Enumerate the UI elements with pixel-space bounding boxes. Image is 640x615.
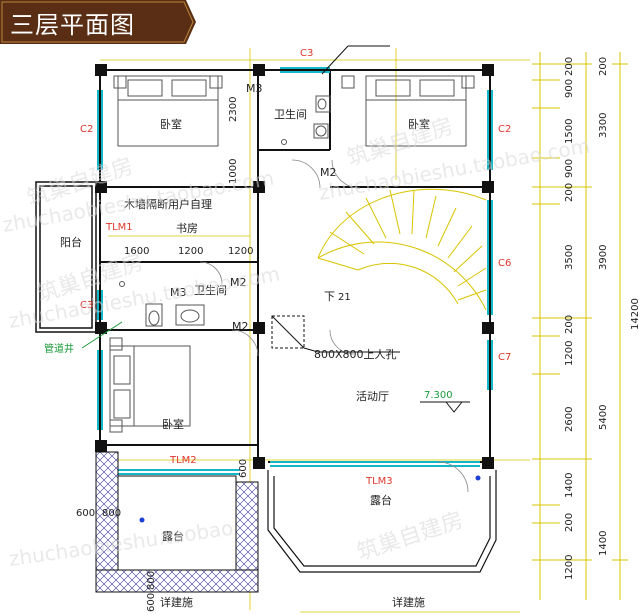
dim-600-a: 600: [76, 508, 95, 519]
right-dim-inner: 900: [564, 159, 575, 178]
bed-top-left: [113, 75, 223, 147]
top-leader: [321, 45, 390, 75]
detail-ref-left: 详建施: [160, 595, 193, 609]
bathroom-mid-fixtures: [119, 281, 205, 327]
opening-m2-lower: M2: [232, 320, 249, 333]
terrace-left: [95, 451, 259, 593]
right-dim-inner: 3500: [564, 245, 575, 270]
room-label-terrace-right: 露台: [370, 493, 392, 507]
page-title: 三层平面图: [10, 11, 135, 39]
right-dim-inner: 200: [564, 315, 575, 334]
watermark: 筑巢自建房: [354, 508, 466, 566]
opening-c6: C6: [498, 258, 511, 269]
opening-c3-left: C3: [80, 300, 93, 311]
room-label-balcony: 阳台: [60, 235, 82, 249]
markers: [139, 475, 481, 523]
right-dim-labels-outer: 200 3300 3900 5400 1400: [598, 57, 609, 556]
opening-tlm3: TLM3: [365, 476, 393, 487]
partition-note: 木墙隔断用户自理: [124, 197, 212, 211]
room-label-terrace-left: 露台: [162, 529, 184, 543]
elevation-marker: [420, 401, 470, 413]
door-swings: [199, 159, 469, 493]
right-dim-outer: 3900: [598, 245, 609, 270]
elevation-label: 7.300: [424, 390, 453, 401]
room-label-bathroom-top: 卫生间: [274, 107, 307, 121]
right-dim-inner: 2600: [564, 407, 575, 432]
dim-600-c: 600: [146, 593, 157, 612]
roof-hatch-label: 800X800上人孔: [314, 348, 397, 361]
room-label-bedroom-top-right: 卧室: [408, 117, 430, 131]
right-dim-inner: 1200: [564, 341, 575, 366]
pipe-well-leader: [81, 321, 123, 349]
opening-tlm2: TLM2: [169, 455, 197, 466]
title-banner: 三层平面图: [0, 0, 196, 44]
right-dim-inner: 200: [564, 513, 575, 532]
opening-tlm1: TLM1: [105, 222, 133, 233]
right-dim-inner: 200: [564, 183, 575, 202]
dimension-chain: [532, 52, 628, 600]
room-label-activity-hall: 活动厅: [356, 390, 389, 403]
dim-21: 21: [338, 292, 351, 303]
stair-down-label: 下: [324, 290, 335, 303]
room-label-bedroom-bottom-left: 卧室: [162, 417, 184, 431]
right-dim-inner: 900: [564, 79, 575, 98]
right-dim-outer: 200: [598, 57, 609, 76]
detail-ref-right: 详建施: [392, 595, 425, 609]
right-dim-inner: 200: [564, 57, 575, 76]
bed-bottom-left: [109, 337, 191, 433]
windows: [97, 67, 493, 475]
pipe-well-label: 管道井: [44, 342, 74, 355]
structural-columns: [95, 64, 494, 469]
total-dim: 14200: [630, 298, 640, 330]
dim-1200-a: 1200: [178, 246, 203, 257]
dim-800-b: 800: [146, 571, 157, 590]
room-label-bathroom-mid: 卫生间: [194, 283, 227, 297]
opening-c2-right: C2: [498, 124, 511, 135]
right-dim-inner: 1200: [564, 555, 575, 580]
opening-m2-mid: M2: [230, 276, 247, 289]
dim-1000: 1000: [228, 159, 239, 184]
dim-600-b: 600: [238, 459, 249, 478]
right-dim-outer: 3300: [598, 113, 609, 138]
roof-hatch: [271, 315, 400, 353]
watermark: zhuchaobieshu.taobao: [7, 516, 234, 571]
right-dim-inner: 1500: [564, 119, 575, 144]
dim-800-a: 800: [102, 508, 121, 519]
bed-top-right: [341, 75, 475, 147]
dim-2300: 2300: [228, 97, 239, 122]
opening-m2-upper: M2: [320, 166, 337, 179]
title-banner-bg: [0, 0, 196, 44]
opening-c7: C7: [498, 352, 511, 363]
balcony-left: [35, 181, 97, 333]
bathroom-top-fixtures: [281, 95, 331, 145]
spiral-staircase: [317, 188, 487, 311]
dim-1200-b: 1200: [228, 246, 253, 257]
room-label-study: 书房: [176, 222, 198, 235]
opening-m3-top: M3: [246, 82, 263, 95]
opening-c3-top: C3: [300, 48, 313, 59]
opening-m3-mid: M3: [170, 286, 187, 299]
dim-1600: 1600: [124, 246, 149, 257]
opening-c2-left: C2: [80, 124, 93, 135]
watermarks: 筑巢自建房 zhuchaobieshu.taobao.com 筑巢自建房 zhu…: [1, 114, 592, 571]
right-dim-labels-inner: 200 900 1500 900 200 3500 200 1200 2600 …: [564, 57, 575, 580]
right-dim-outer: 5400: [598, 405, 609, 430]
right-dim-inner: 1400: [564, 473, 575, 498]
terrace-right: [267, 470, 497, 573]
room-label-bedroom-top-left: 卧室: [160, 117, 182, 131]
right-dim-outer: 1400: [598, 531, 609, 556]
